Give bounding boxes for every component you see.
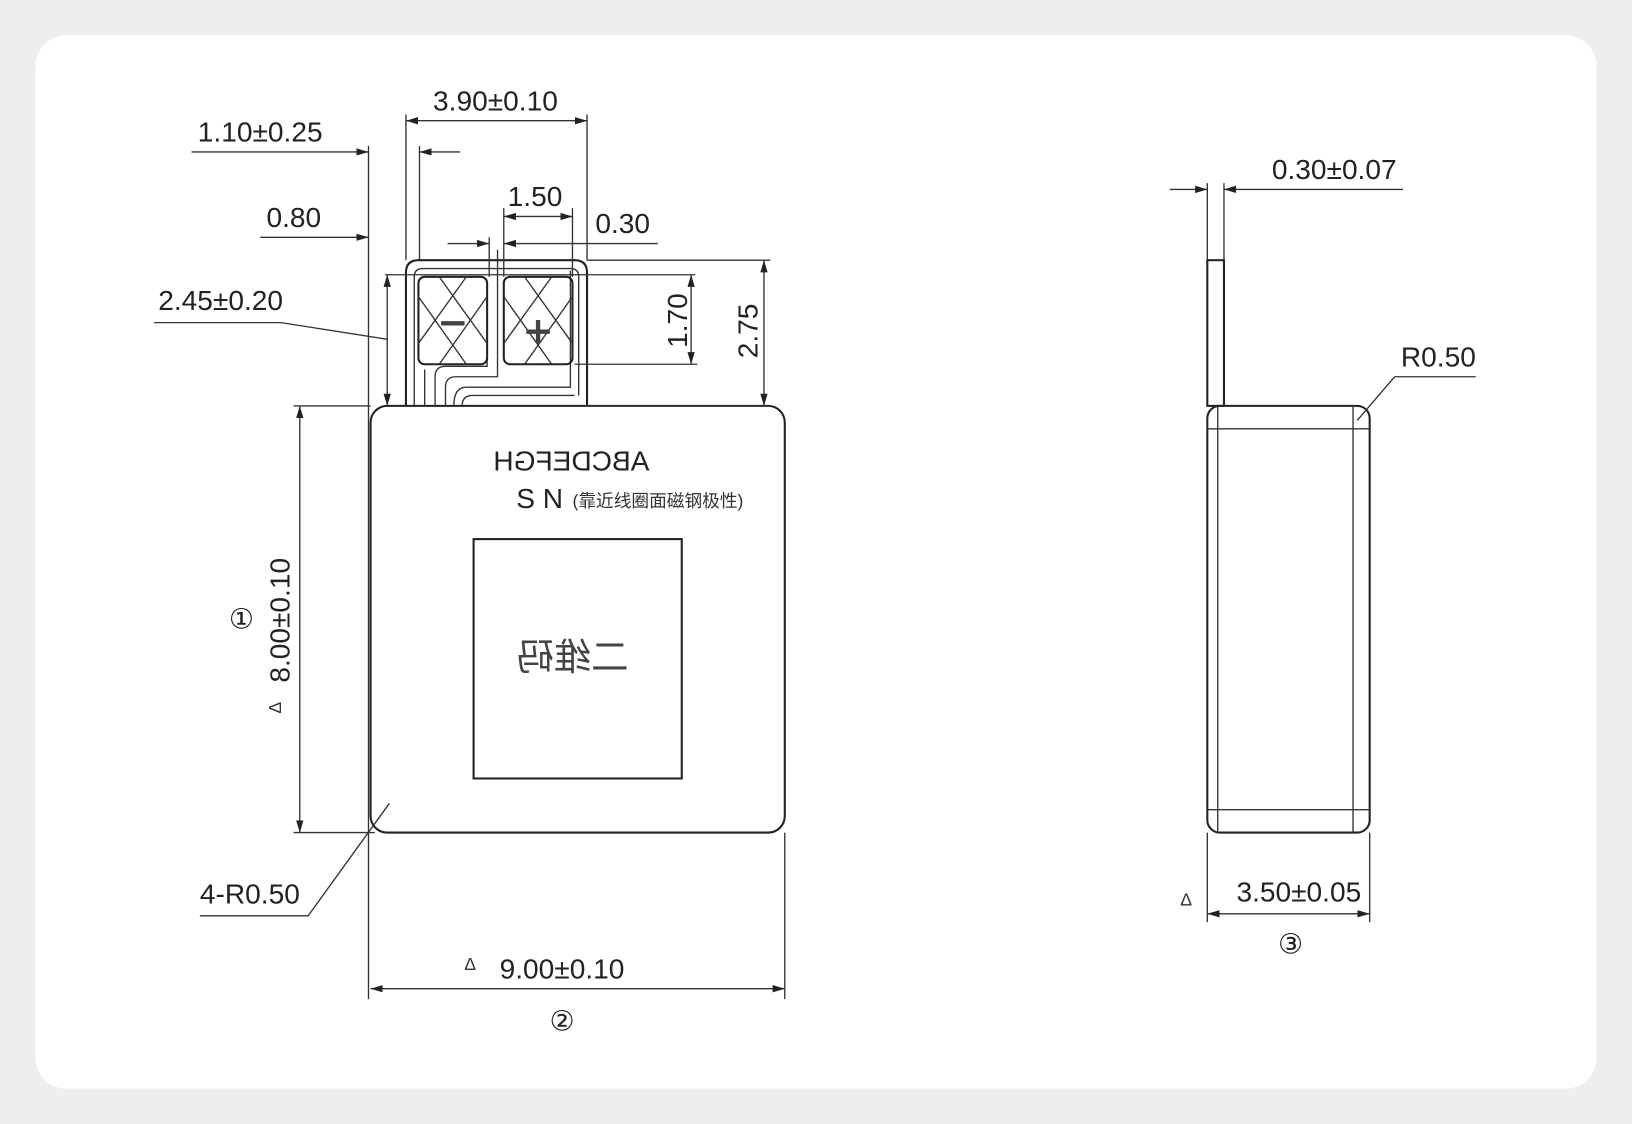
dim-body-height: 8.00±0.10	[264, 558, 295, 683]
marker-2: ②	[549, 1005, 574, 1036]
dim-gap-left: 0.80	[266, 202, 321, 233]
body-outline	[369, 404, 786, 834]
dim-pad-width: 1.50	[508, 181, 563, 212]
delta-symbol: Δ	[464, 954, 476, 974]
dim-tab-thickness: 0.30±0.07	[1272, 154, 1397, 185]
side-body-outline	[1206, 404, 1371, 834]
marker-1: ①	[229, 604, 254, 635]
delta-symbol: Δ	[1180, 889, 1192, 909]
delta-symbol: Δ	[265, 702, 285, 714]
dim-tab-total: 2.75	[733, 304, 764, 359]
dim-tab-offset: 1.10±0.25	[198, 117, 323, 148]
negative-terminal-symbol: −	[437, 300, 468, 344]
pole-note: (靠近线圈面磁钢极性)	[572, 491, 743, 511]
dim-pad-height: 1.70	[662, 293, 693, 348]
dim-corner-radius: 4-R0.50	[200, 878, 300, 909]
positive-terminal-symbol: +	[522, 308, 553, 352]
dim-thickness: 3.50±0.05	[1236, 876, 1361, 907]
qr-code-label: 二维码	[516, 635, 628, 679]
dim-tab-height: 2.45±0.20	[158, 285, 283, 316]
marker-3: ③	[1278, 928, 1303, 959]
dim-radius: R0.50	[1401, 341, 1476, 372]
side-tab-outline	[1206, 259, 1226, 407]
mirrored-label: ABCDEFGH	[493, 445, 649, 476]
qr-code-area	[472, 538, 683, 780]
dim-gap-right: 0.30	[595, 208, 650, 239]
tab-outline	[404, 259, 589, 406]
dim-body-width: 9.00±0.10	[500, 953, 625, 984]
positive-pad: +	[502, 275, 574, 366]
negative-pad: −	[417, 275, 489, 366]
drawing-card	[35, 35, 1597, 1089]
front-view: − + ABCDEFGH S N (靠近线圈面磁钢极性) 二维码 3.90±0.…	[154, 85, 786, 1036]
pole-label: S N	[516, 483, 563, 514]
side-view: 0.30±0.07 R0.50 Δ 3.50±0.05 ③	[1169, 154, 1476, 959]
dim-top-width: 3.90±0.10	[433, 85, 558, 116]
